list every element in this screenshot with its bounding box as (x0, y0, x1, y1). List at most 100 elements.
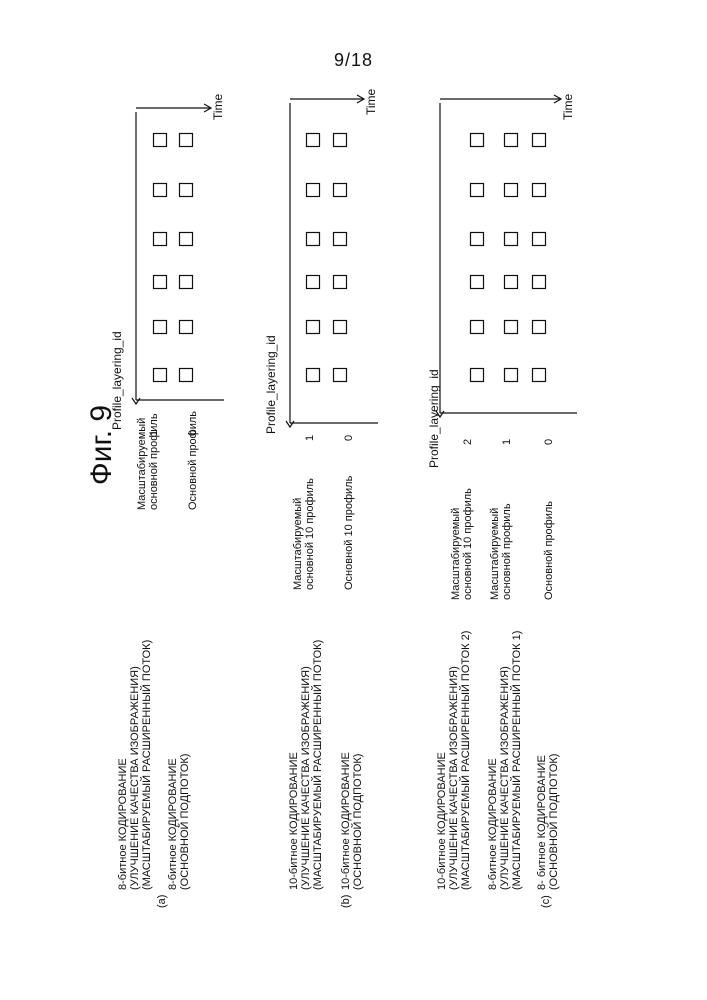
profile-id: 1 (148, 430, 160, 436)
coding-group-line: (УЛУЧШЕНИЕ КАЧЕСТВА ИЗОБРАЖЕНИЯ) (499, 666, 511, 890)
coding-group-line: (УЛУЧШЕНИЕ КАЧЕСТВА ИЗОБРАЖЕНИЯ) (448, 666, 460, 890)
profile-id: 0 (543, 439, 555, 445)
profile-label: Основной профиль0 (187, 411, 199, 510)
picture-square (180, 369, 193, 382)
picture-square (180, 321, 193, 334)
profile-name: Основной профиль (543, 501, 555, 600)
profile-name: Основной 10 профиль (343, 475, 355, 590)
picture-square (180, 276, 193, 289)
coding-group-line: 10-битное КОДИРОВАНИЕ (340, 752, 352, 890)
picture-square (180, 233, 193, 246)
picture-square (533, 369, 546, 382)
profile-id: 0 (343, 435, 355, 441)
picture-square (505, 184, 518, 197)
profile-name: Масштабируемый (450, 508, 462, 600)
panel-letter: (c) (540, 895, 552, 908)
y-axis-label: Profile_layering_id (110, 331, 124, 430)
picture-square (505, 321, 518, 334)
picture-square (154, 321, 167, 334)
profile-id: 0 (187, 430, 199, 436)
picture-square (533, 321, 546, 334)
profile-id: 2 (462, 439, 474, 445)
picture-square (533, 233, 546, 246)
coding-group-line: (МАСШТАБИРУЕМЫЙ РАСШИРЕННЫЙ ПОТОК) (140, 640, 153, 890)
profile-label: Основной 10 профиль 0 (343, 435, 355, 590)
picture-square (307, 369, 320, 382)
y-axis-label: Profile_layering_id (264, 335, 278, 434)
picture-square (154, 134, 167, 147)
coding-group-label: 10-битное КОДИРОВАНИЕ(УЛУЧШЕНИЕ КАЧЕСТВА… (288, 640, 324, 890)
coding-group-label: 8-битное КОДИРОВАНИЕ(ОСНОВНОЙ ПОДПОТОК) (167, 754, 191, 890)
picture-square (471, 369, 484, 382)
coding-group-line: 10-битное КОДИРОВАНИЕ (436, 752, 448, 890)
coding-group-line: 10-битное КОДИРОВАНИЕ (288, 752, 300, 890)
picture-square (307, 134, 320, 147)
profile-name: Масштабируемый (292, 498, 304, 590)
picture-square (505, 369, 518, 382)
coding-group-line: 8- битное КОДИРОВАНИЕ (536, 755, 548, 890)
profile-label: Масштабируемыйосновной профиль1 (136, 413, 160, 510)
coding-group-line: 8-битное КОДИРОВАНИЕ (117, 758, 129, 890)
panel-letter: (b) (340, 895, 352, 908)
panel-c: (c)10-битное КОДИРОВАНИЕ(УЛУЧШЕНИЕ КАЧЕС… (427, 93, 577, 908)
profile-name: Основной профиль (187, 411, 199, 510)
panel-letter: (a) (156, 895, 168, 908)
picture-square (533, 134, 546, 147)
profile-name: основной 10 профиль (462, 488, 474, 600)
coding-group-line: (ОСНОВНОЙ ПОДПОТОК) (351, 754, 364, 890)
profile-name: основной профиль (501, 503, 513, 600)
coding-group-label: 8-битное КОДИРОВАНИЕ(УЛУЧШЕНИЕ КАЧЕСТВА … (117, 640, 153, 890)
picture-square (334, 184, 347, 197)
picture-square (334, 369, 347, 382)
picture-square (180, 134, 193, 147)
picture-square (154, 233, 167, 246)
picture-square (505, 233, 518, 246)
profile-name: Масштабируемый (489, 508, 501, 600)
y-axis-label: Profile_layering_id (427, 369, 441, 468)
picture-square (533, 276, 546, 289)
profile-label: Масштабируемыйосновной 10 профиль 1 (292, 435, 316, 590)
panel-a: (a)8-битное КОДИРОВАНИЕ(УЛУЧШЕНИЕ КАЧЕСТ… (110, 93, 225, 908)
profile-id: 1 (304, 435, 316, 441)
profile-label: Основной профиль 0 (543, 439, 555, 600)
coding-group-label: 8- битное КОДИРОВАНИЕ(ОСНОВНОЙ ПОДПОТОК) (536, 754, 560, 890)
coding-group-line: (ОСНОВНОЙ ПОДПОТОК) (547, 754, 560, 890)
coding-group-line: (МАСШТАБИРУЕМЫЙ РАСШИРЕННЫЙ ПОТОК) (311, 640, 324, 890)
picture-square (307, 276, 320, 289)
profile-name: основной профиль (148, 413, 160, 510)
coding-group-line: (УЛУЧШЕНИЕ КАЧЕСТВА ИЗОБРАЖЕНИЯ) (300, 666, 312, 890)
picture-square (471, 233, 484, 246)
picture-square (154, 369, 167, 382)
picture-square (471, 321, 484, 334)
picture-square (154, 184, 167, 197)
profile-label: Масштабируемыйосновной профиль 1 (489, 439, 513, 600)
picture-square (334, 321, 347, 334)
profile-id: 1 (501, 439, 513, 445)
coding-group-label: 10-битное КОДИРОВАНИЕ(ОСНОВНОЙ ПОДПОТОК) (340, 752, 364, 890)
x-axis-label: Time (211, 93, 225, 120)
profile-name: основной 10 профиль (304, 478, 316, 590)
x-axis-label: Time (561, 93, 575, 120)
picture-square (307, 321, 320, 334)
picture-square (334, 233, 347, 246)
picture-square (471, 134, 484, 147)
coding-group-line: (УЛУЧШЕНИЕ КАЧЕСТВА ИЗОБРАЖЕНИЯ) (129, 666, 141, 890)
picture-square (307, 233, 320, 246)
picture-square (505, 134, 518, 147)
coding-group-line: 8-битное КОДИРОВАНИЕ (167, 758, 179, 890)
panel-b: (b)10-битное КОДИРОВАНИЕ(УЛУЧШЕНИЕ КАЧЕС… (264, 88, 378, 908)
picture-square (180, 184, 193, 197)
picture-square (505, 276, 518, 289)
picture-square (334, 134, 347, 147)
coding-group-line: (ОСНОВНОЙ ПОДПОТОК) (178, 754, 191, 890)
picture-square (471, 276, 484, 289)
picture-square (334, 276, 347, 289)
picture-square (307, 184, 320, 197)
profile-label: Масштабируемыйосновной 10 профиль 2 (450, 439, 474, 600)
picture-square (154, 276, 167, 289)
coding-group-line: (МАСШТАБИРУЕМЫЙ РАСШИРЕННЫЙ ПОТОК 1) (510, 631, 523, 890)
coding-group-label: 8-битное КОДИРОВАНИЕ(УЛУЧШЕНИЕ КАЧЕСТВА … (487, 631, 523, 890)
x-axis-label: Time (364, 88, 378, 115)
picture-square (471, 184, 484, 197)
